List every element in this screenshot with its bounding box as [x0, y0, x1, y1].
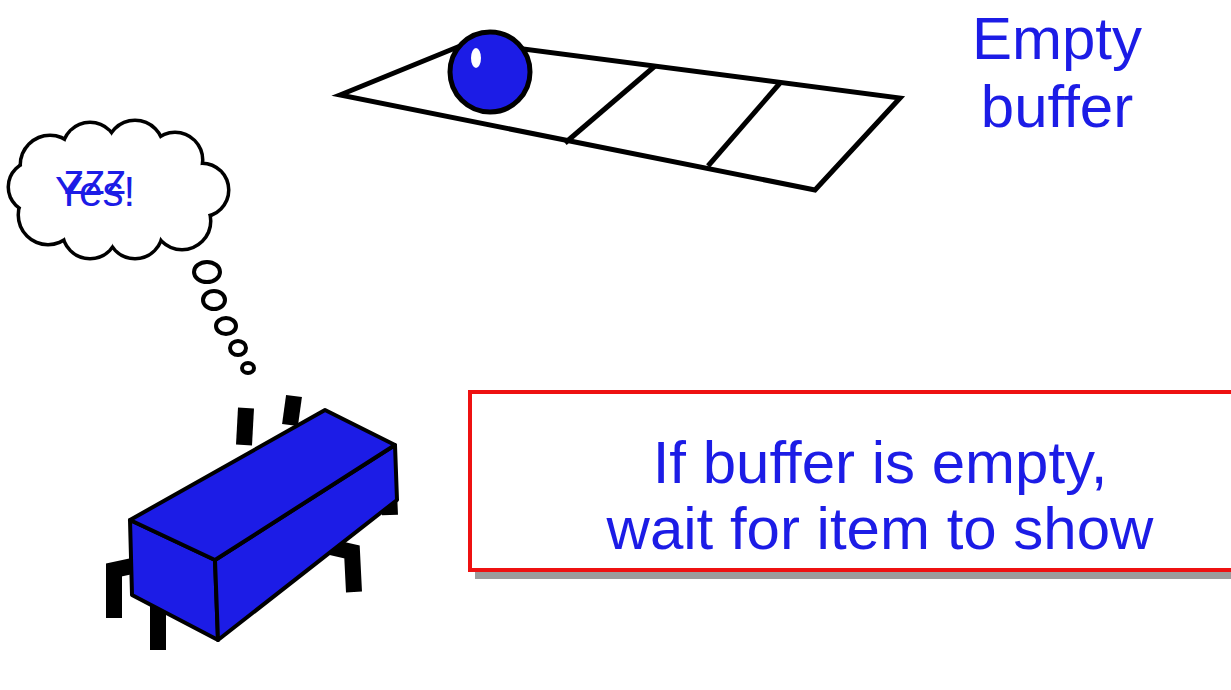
- bug-leg: [290, 396, 294, 425]
- thought-bubble: [230, 341, 246, 355]
- thought-bubble: [242, 363, 254, 373]
- callout-box: If buffer is empty, wait for item to sho…: [468, 390, 1231, 572]
- bug-body-top: [130, 410, 395, 560]
- thought-text: Yes!: [35, 171, 155, 213]
- thought-bubble: [194, 262, 220, 282]
- buffer-divider: [708, 83, 780, 166]
- buffer-divider: [565, 66, 655, 143]
- callout-text: If buffer is empty, wait for item to sho…: [597, 430, 1163, 562]
- buffer-label: Empty buffer: [967, 5, 1147, 141]
- thought-cloud: zzzYes!: [10, 125, 225, 250]
- thought-bubble: [216, 318, 236, 334]
- buffer-outline: [340, 42, 900, 190]
- bug-leg: [244, 408, 246, 445]
- thought-trail: [194, 262, 254, 373]
- ball-highlight: [471, 48, 481, 68]
- buffer-drawing: [340, 32, 900, 190]
- buffer-item-ball: [450, 32, 530, 112]
- thought-bubble: [203, 291, 225, 309]
- sleeping-bug: [114, 396, 397, 650]
